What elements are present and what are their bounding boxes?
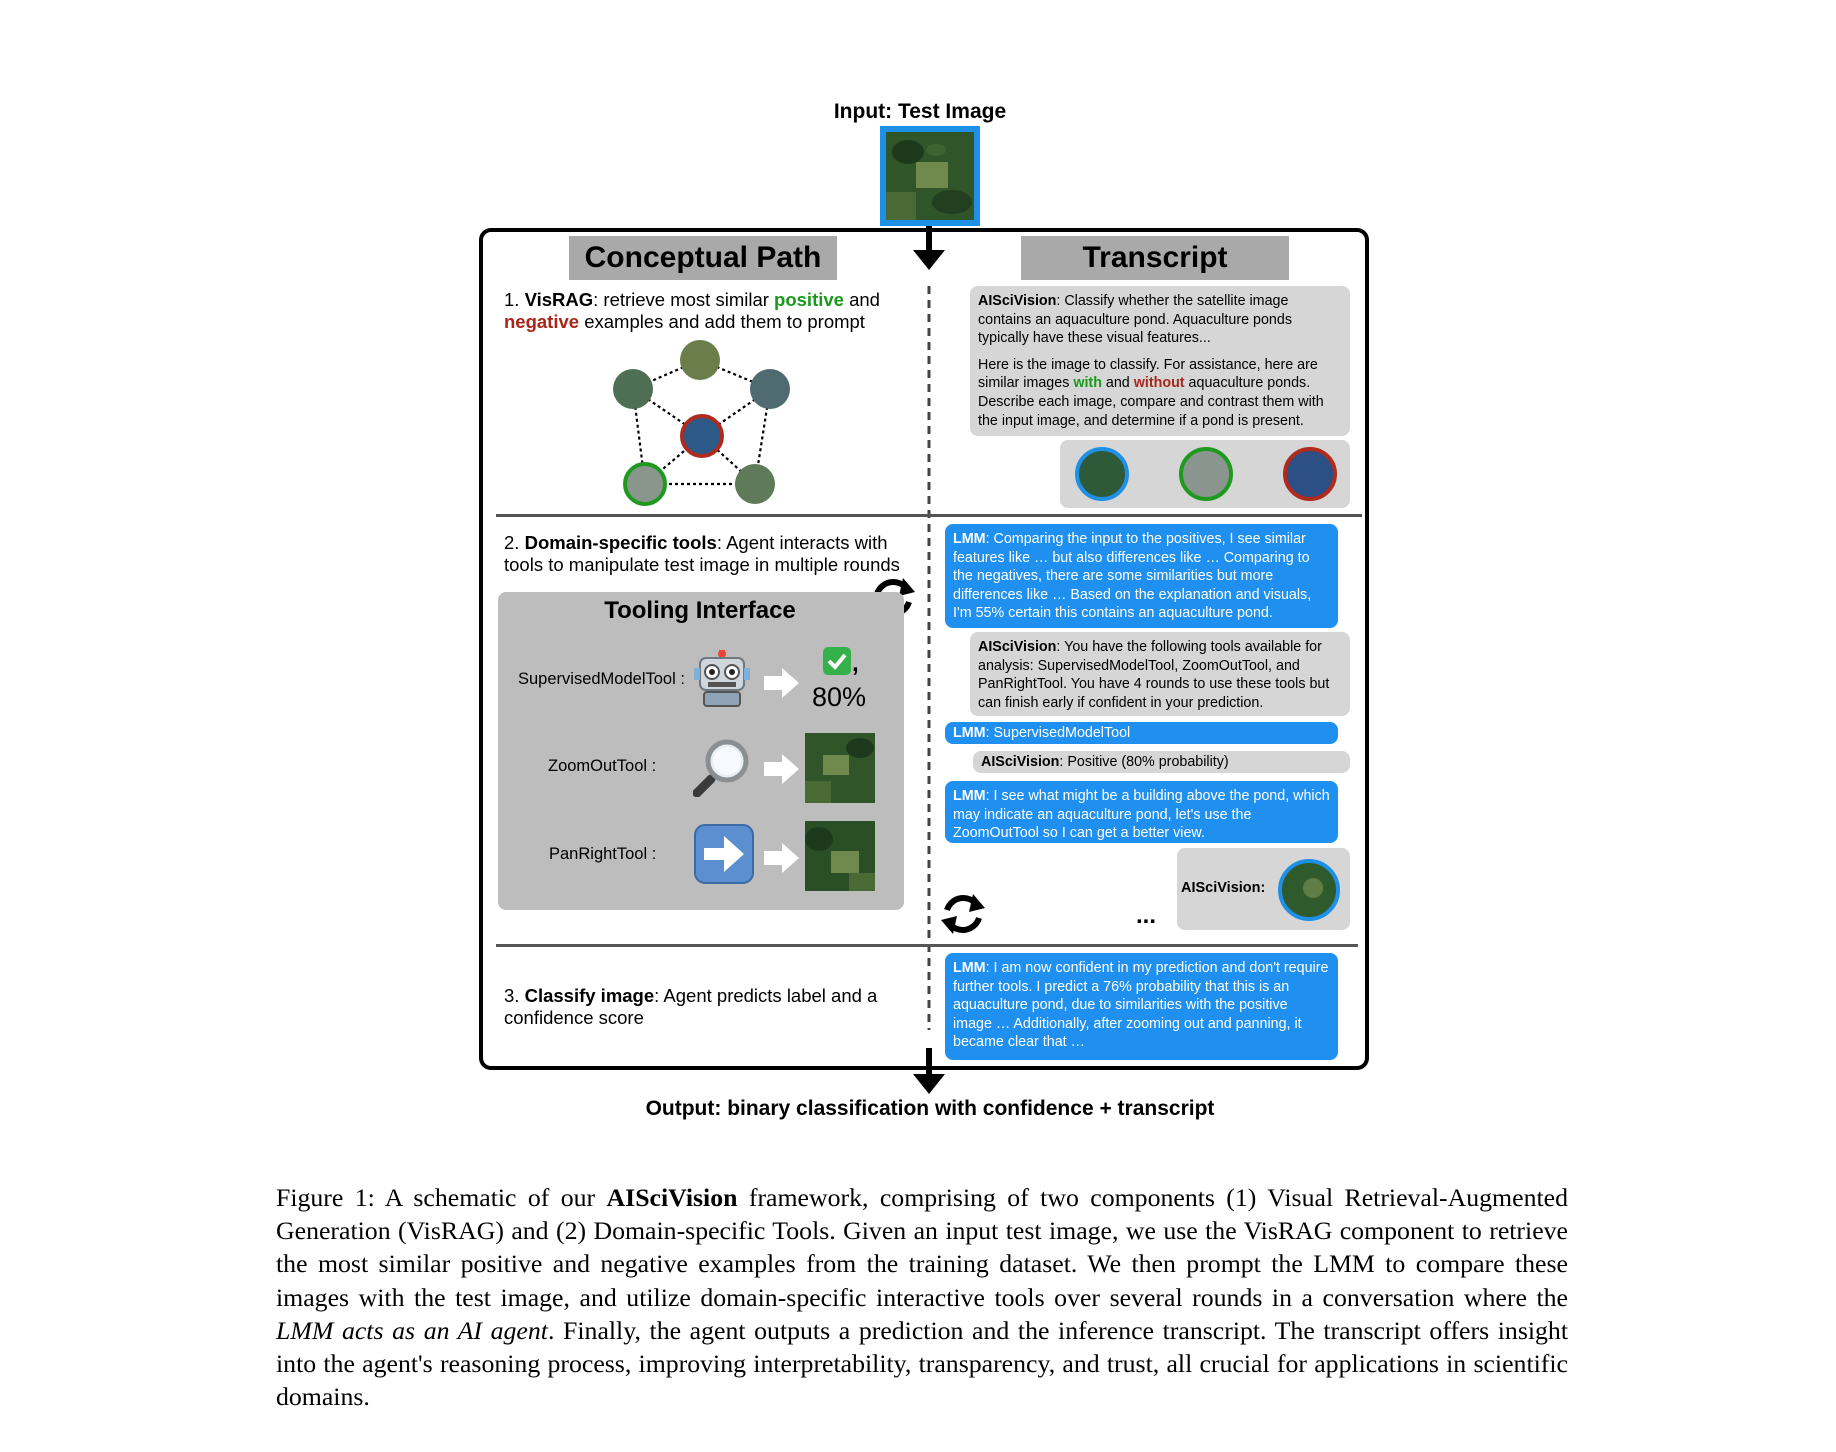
zoom-out-tool-label: ZoomOutTool : bbox=[548, 757, 657, 775]
positive-example-thumbnail bbox=[1179, 447, 1233, 501]
input-label: Input: Test Image bbox=[833, 100, 1007, 123]
transcript-message-lmm: LMM: I see what might be a building abov… bbox=[945, 781, 1338, 843]
continuation-ellipsis: ... bbox=[1136, 902, 1157, 929]
transcript-message-system: AISciVision: Classify whether the satell… bbox=[970, 286, 1350, 436]
section-divider bbox=[496, 514, 1362, 517]
supervised-model-tool-label: SupervisedModelTool : bbox=[518, 670, 685, 688]
zoomed-out-image bbox=[805, 733, 875, 803]
graph-node-image bbox=[680, 340, 720, 380]
robot-icon bbox=[694, 650, 750, 707]
transcript-message-lmm: LMM: SupervisedModelTool bbox=[945, 722, 1338, 744]
transcript-header: Transcript bbox=[1021, 236, 1289, 280]
test-image bbox=[880, 126, 980, 226]
result-comma: , bbox=[852, 650, 859, 677]
negative-example-thumbnail bbox=[1283, 447, 1337, 501]
magnifier-icon bbox=[693, 739, 749, 797]
check-mark-icon bbox=[823, 647, 851, 675]
step-domain-tools: 2. Domain-specific tools: Agent interact… bbox=[504, 532, 900, 575]
graph-node-positive bbox=[623, 462, 667, 506]
aiscivision-label: AISciVision: bbox=[1181, 880, 1266, 896]
right-arrow-icon bbox=[694, 824, 754, 884]
input-arrow bbox=[913, 226, 945, 270]
output-label: Output: binary classification with confi… bbox=[645, 1097, 1215, 1120]
conceptual-path-header: Conceptual Path bbox=[569, 236, 837, 280]
transcript-message-lmm: LMM: Comparing the input to the positive… bbox=[945, 524, 1338, 628]
retrieved-images-bubble bbox=[1060, 440, 1350, 508]
panned-image bbox=[805, 821, 875, 891]
step-classify: 3. Classify image: Agent predicts label … bbox=[504, 985, 878, 1028]
figure-caption: Figure 1: A schematic of our AISciVision… bbox=[276, 1183, 1568, 1412]
zoomed-image-thumbnail bbox=[1278, 859, 1340, 921]
framework-frame bbox=[479, 228, 1369, 1070]
output-arrow bbox=[913, 1048, 945, 1094]
refresh-icon bbox=[941, 894, 985, 934]
transcript-image-bubble bbox=[1177, 848, 1350, 930]
supervised-result-value: 80% bbox=[812, 682, 867, 712]
graph-node-image bbox=[735, 464, 775, 504]
tooling-interface-title: Tooling Interface bbox=[604, 597, 796, 624]
transcript-message-system: AISciVision: Positive (80% probability) bbox=[973, 751, 1350, 773]
transcript-message-lmm: LMM: I am now confident in my prediction… bbox=[945, 953, 1338, 1060]
test-image-thumbnail bbox=[1075, 447, 1129, 501]
step-visrag: 1. VisRAG: retrieve most similar positiv… bbox=[504, 289, 880, 332]
graph-node-image bbox=[750, 369, 790, 409]
section-divider bbox=[496, 944, 1358, 947]
transcript-message-system: AISciVision: You have the following tool… bbox=[970, 632, 1350, 716]
satellite-image bbox=[886, 132, 974, 220]
pan-right-tool-label: PanRightTool : bbox=[549, 845, 657, 863]
graph-node-image bbox=[613, 369, 653, 409]
visrag-graph bbox=[613, 340, 790, 506]
graph-node-negative bbox=[680, 414, 724, 458]
